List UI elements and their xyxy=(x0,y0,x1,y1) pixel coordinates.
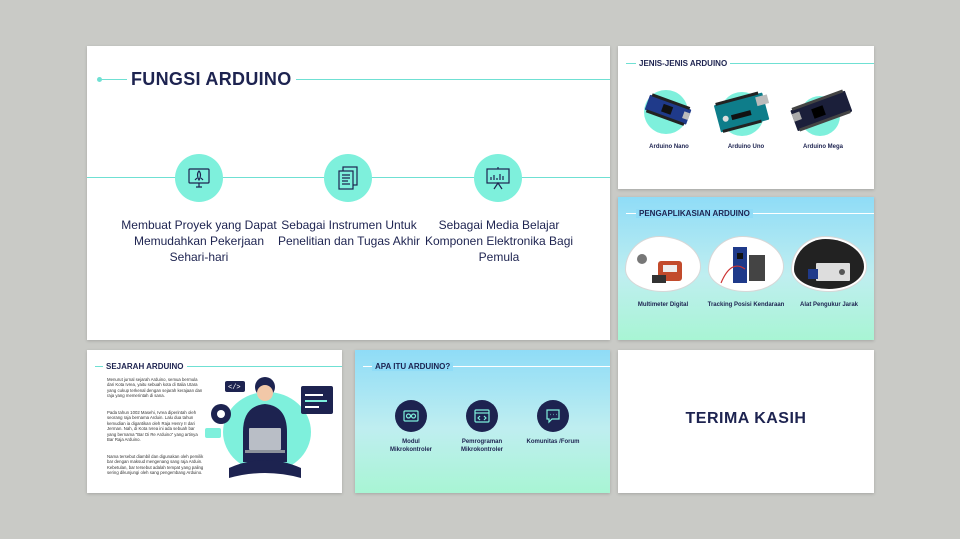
history-paragraph: Menurut jurnal sejarah Arduino, semua be… xyxy=(107,377,203,399)
arduino-uno-image xyxy=(712,84,774,136)
title-divider-dot xyxy=(97,77,102,82)
app-label: Multimeter Digital xyxy=(637,302,689,308)
slide-fungsi-arduino[interactable]: FUNGSI ARDUINO Membuat Proyek yang Dapat… xyxy=(87,46,610,340)
slide-jenis-arduino[interactable]: JENIS-JENIS ARDUINO xyxy=(618,46,874,189)
svg-text:</>: </> xyxy=(228,384,241,392)
board-label: Arduino Nano xyxy=(649,144,689,150)
closing-title: TERIMA KASIH xyxy=(685,410,807,427)
slide-heading: PENGAPLIKASIAN ARDUINO xyxy=(636,209,753,218)
heading-line xyxy=(626,63,874,64)
slide-title: FUNGSI ARDUINO xyxy=(127,69,296,90)
rocket-monitor-icon xyxy=(175,154,223,202)
concept-label: Pemrograman Mikrokontroler xyxy=(460,439,503,453)
slide-apa-itu-arduino[interactable]: APA ITU ARDUINO? Modul Mikrokontroler Pe… xyxy=(355,350,610,493)
slide-heading: JENIS-JENIS ARDUINO xyxy=(636,59,731,68)
app-label: Alat Pengukur Jarak xyxy=(799,302,859,308)
slide-terima-kasih[interactable]: TERIMA KASIH xyxy=(618,350,874,493)
module-icon xyxy=(395,400,427,432)
feature-label: Sebagai Instrumen Untuk Penelitian dan T… xyxy=(277,218,421,248)
concept-label: Modul Mikrokontroler xyxy=(389,439,432,453)
concept-label: Komunitas /Forum xyxy=(526,439,580,445)
distance-meter-image xyxy=(792,237,866,291)
history-paragraph: Pada tahun 1002 Masehi, Ivrea diperintah… xyxy=(107,410,198,443)
gps-tracker-image xyxy=(709,237,783,291)
code-window-icon xyxy=(466,400,498,432)
arduino-nano-image xyxy=(638,84,700,136)
app-label: Tracking Posisi Kendaraan xyxy=(707,302,785,308)
multimeter-image xyxy=(626,237,700,291)
arduino-mega-image xyxy=(790,84,853,136)
history-paragraph: Nama tersebut diambil dan digunakan oleh… xyxy=(107,454,204,476)
title-divider xyxy=(99,79,610,80)
board-label: Arduino Mega xyxy=(803,144,843,150)
slide-sejarah-arduino[interactable]: SEJARAH ARDUINO Menurut jurnal sejarah A… xyxy=(87,350,342,493)
programmer-illustration: </> xyxy=(205,372,337,490)
presentation-board-icon xyxy=(474,154,522,202)
slide-heading: SEJARAH ARDUINO xyxy=(103,362,187,371)
feature-label: Sebagai Media Belajar Komponen Elektroni… xyxy=(424,218,574,264)
heading-line xyxy=(363,366,610,367)
heading-line xyxy=(95,366,342,367)
chat-icon xyxy=(537,400,569,432)
board-label: Arduino Uno xyxy=(727,144,765,150)
slide-pengaplikasian-arduino[interactable]: PENGAPLIKASIAN ARDUINO Multimeter Digita… xyxy=(618,197,874,340)
documents-icon xyxy=(324,154,372,202)
feature-label: Membuat Proyek yang Dapat Memudahkan Pek… xyxy=(121,218,277,264)
slide-heading: APA ITU ARDUINO? xyxy=(372,362,454,371)
